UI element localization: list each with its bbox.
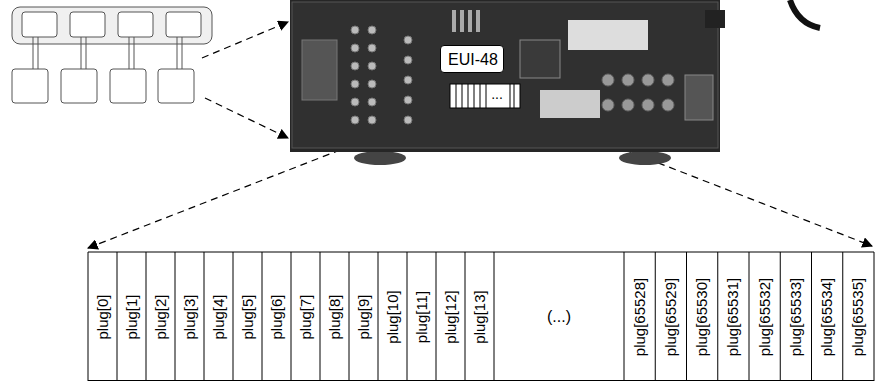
- table-cell: plug[65535]: [850, 277, 867, 355]
- ellipsis-label: ...: [491, 89, 503, 100]
- table-cell: plug[1]: [123, 294, 140, 339]
- table-cell: plug[65530]: [694, 277, 711, 355]
- table-cell: plug[13]: [471, 290, 488, 343]
- table-cell: plug[65531]: [725, 277, 742, 355]
- table-cell: plug[65532]: [756, 277, 773, 355]
- table-cell: plug[5]: [239, 294, 256, 339]
- plug-table: [88, 252, 874, 381]
- table-cell: plug[0]: [94, 294, 111, 339]
- table-cell: plug[2]: [152, 294, 169, 339]
- table-cell: plug[65529]: [663, 277, 680, 355]
- table-cell: plug[10]: [384, 290, 401, 343]
- register-strip: [450, 84, 520, 108]
- table-cell: plug[4]: [210, 294, 227, 339]
- table-cell: plug[7]: [297, 294, 314, 339]
- node-group: [12, 7, 212, 103]
- receiver-photo: [290, 0, 820, 165]
- table-cell: plug[12]: [442, 290, 459, 343]
- table-cell: plug[65528]: [631, 277, 648, 355]
- label-box: EUI-48: [440, 45, 504, 73]
- box-label: EUI-48: [448, 51, 496, 69]
- table-cell: plug[8]: [326, 294, 343, 339]
- table-cell: plug[6]: [268, 294, 285, 339]
- table-cell: plug[65533]: [788, 277, 805, 355]
- table-cell: plug[3]: [181, 294, 198, 339]
- table-cell: plug[65534]: [819, 277, 836, 355]
- table-cell: plug[9]: [355, 294, 372, 339]
- table-cell: plug[11]: [413, 290, 430, 342]
- table-cell: (...): [547, 308, 571, 326]
